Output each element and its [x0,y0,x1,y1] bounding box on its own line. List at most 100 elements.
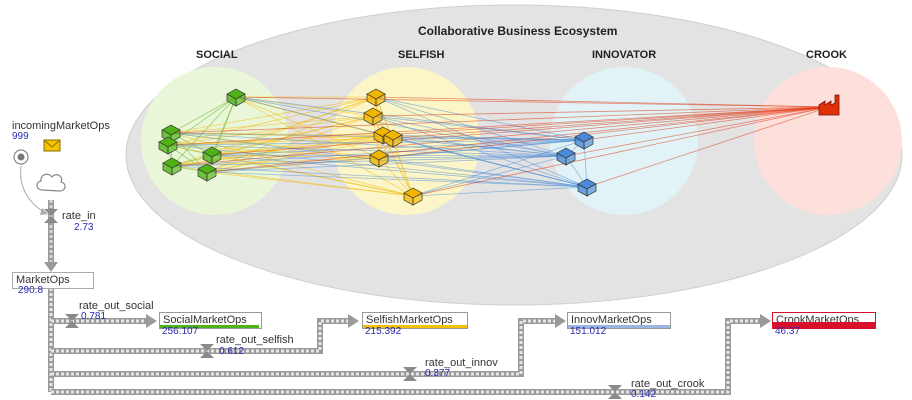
network-link [206,96,377,173]
network-link [206,171,414,197]
source-connector [20,165,45,213]
innov-stock[interactable]: InnovMarketOps [567,312,671,329]
ecosystem-title: Collaborative Business Ecosystem [418,24,618,38]
rate-in-value: 2.73 [74,222,94,233]
selfish-stock-label: SelfishMarketOps [366,314,453,326]
innovator-agent[interactable] [574,131,594,150]
network-link [378,106,830,159]
network-link [382,134,585,141]
valve-rate-out-social[interactable] [65,314,79,328]
social-stock-bar [160,325,259,328]
innov-stock-label: InnovMarketOps [571,314,652,326]
marketops-label: MarketOps [16,274,70,286]
network-link [392,106,830,139]
network-link [206,155,567,173]
network-link [412,106,830,197]
network-link [170,115,374,134]
network-link [392,137,585,141]
network-link [392,137,588,188]
selfish-agent[interactable] [369,149,389,168]
rate-out-selfish-value: 0.612 [219,346,245,357]
selfish-agent[interactable] [366,88,386,107]
network-link [378,157,414,197]
network-link [382,106,830,136]
source-value: 999 [12,131,29,142]
network-link [170,96,377,134]
social-agent[interactable] [226,88,246,107]
network-link [375,96,588,188]
social-agent[interactable] [202,146,222,165]
innovator-agent[interactable] [577,178,597,197]
agents [158,88,840,206]
envelope-icon [43,139,61,152]
group-label-social: SOCIAL [196,49,238,61]
crook-stock[interactable]: CrookMarketOps [772,312,876,329]
network-link [586,106,830,188]
network-link [206,134,384,173]
ecosystem-ellipse [125,4,903,306]
network-link [412,186,588,197]
source-label: incomingMarketOps [12,120,110,132]
network-link [170,96,237,134]
rate-out-social-value: 0.781 [81,311,107,322]
group-label-innovator: INNOVATOR [592,49,657,61]
rate-in-label: rate_in [62,210,96,222]
network-link [583,106,830,141]
group-label-crook: CROOK [806,49,847,61]
network-link [170,106,830,134]
network-link [211,154,380,159]
rate-out-selfish-label: rate_out_selfish [216,334,294,346]
network-link [211,154,588,188]
selfish-agent[interactable] [363,107,383,126]
network-link [167,144,567,157]
valve-rate-out-innov[interactable] [403,367,417,381]
selfish-stock[interactable]: SelfishMarketOps [362,312,468,329]
rate-out-innov-value: 0.377 [425,368,451,379]
innov-stock-value: 151.012 [570,326,607,337]
selfish-agent[interactable] [383,129,403,148]
network-link [235,96,585,141]
network-link [211,106,830,156]
network-link [375,96,830,108]
network-link [171,106,830,167]
network-link [375,96,585,141]
social-stock[interactable]: SocialMarketOps [159,312,262,329]
social-agent[interactable] [197,163,217,182]
flow-pipes [44,200,771,395]
network-link [171,155,567,167]
social-stock-label: SocialMarketOps [163,314,247,326]
network-link [565,106,830,157]
network-link [392,137,414,197]
selfish-stock-bar [363,325,467,328]
network-link [375,96,567,157]
network-link [378,157,588,188]
network-link [378,139,585,159]
network-link [211,154,567,157]
marketops-stock[interactable]: MarketOps [12,272,94,289]
selfish-stock-value: 215.392 [365,326,402,337]
network-link [372,115,588,188]
selfish-agent[interactable] [403,187,423,206]
cloud-icon [36,173,66,192]
valve-rate-in[interactable] [44,209,58,223]
group-label-selfish: SELFISH [398,49,445,61]
social-agent[interactable] [158,136,178,155]
valve-rate-out-crook[interactable] [608,385,622,399]
crook-stock-value: 46.37 [775,326,801,337]
innovator-agent[interactable] [556,147,576,166]
rate-out-social-label: rate_out_social [79,300,154,312]
marketops-value: 290.8 [18,285,44,296]
valve-rate-out-selfish[interactable] [200,344,214,358]
network-link [167,115,374,146]
rate-out-crook-value: 0.142 [631,389,657,400]
crook-agent[interactable] [818,94,840,116]
network-link [372,115,585,141]
social-agent[interactable] [161,124,181,143]
social-agent[interactable] [162,157,182,176]
crook-area [754,67,902,215]
network-link [372,115,567,157]
network-link [211,134,384,156]
network-link [170,132,567,157]
radio-icon[interactable] [13,149,29,165]
